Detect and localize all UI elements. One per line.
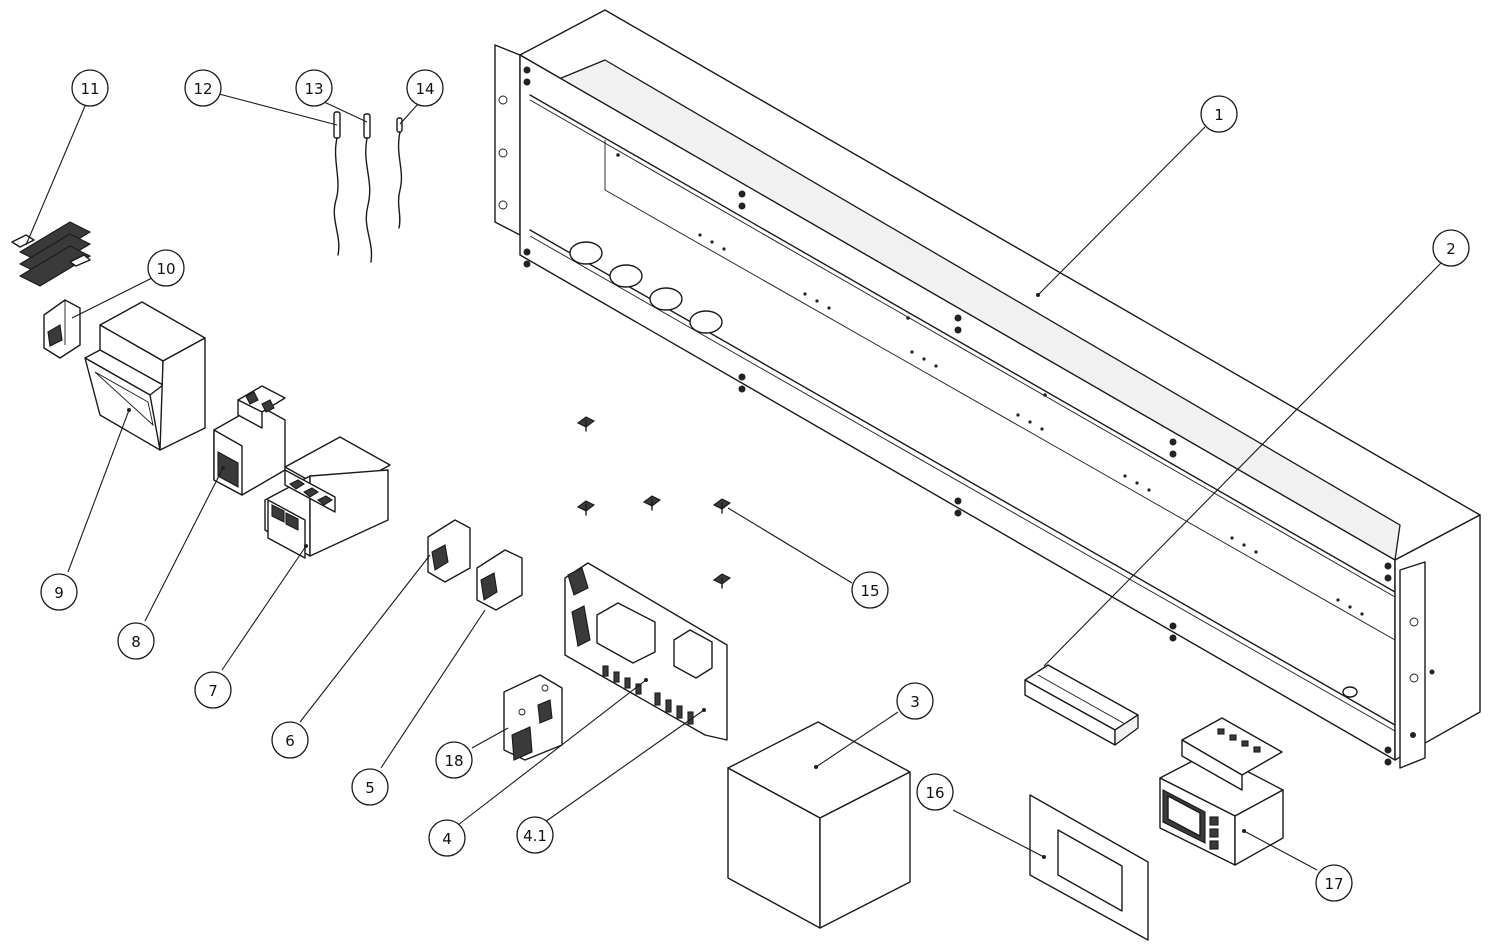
callout-label: 16 <box>925 784 944 802</box>
callout-label: 8 <box>131 633 141 651</box>
part-15-fasteners <box>576 416 732 589</box>
callout-label: 17 <box>1324 875 1343 893</box>
part-13-sensor <box>363 113 373 263</box>
callout-2: 2 <box>1432 229 1470 267</box>
part-12-sensor <box>333 111 341 256</box>
callout-label: 12 <box>193 80 212 98</box>
part-4-pcb <box>564 562 728 741</box>
callout-7: 7 <box>194 671 232 709</box>
part-1-enclosure <box>494 9 1481 769</box>
callout-label: 14 <box>415 80 434 98</box>
callout-11: 11 <box>71 69 109 107</box>
callout-label: 6 <box>285 732 295 750</box>
part-16-bezel <box>1029 794 1149 941</box>
part-11-comb <box>11 221 92 287</box>
callout-8: 8 <box>117 622 155 660</box>
callout-16: 16 <box>916 773 954 811</box>
leader-lines <box>25 93 1443 871</box>
callout-label: 9 <box>54 584 64 602</box>
part-18-small-board <box>503 674 563 761</box>
callout-10: 10 <box>147 249 185 287</box>
callout-12: 12 <box>184 69 222 107</box>
callout-4-1: 4.1 <box>516 816 554 854</box>
callout-5: 5 <box>351 768 389 806</box>
callout-label: 18 <box>444 752 463 770</box>
callout-6: 6 <box>271 721 309 759</box>
part-14-sensor <box>396 117 403 229</box>
callout-label: 7 <box>208 682 218 700</box>
part-8-relay <box>213 385 286 496</box>
callout-13: 13 <box>295 69 333 107</box>
callout-14: 14 <box>406 69 444 107</box>
part-10-end-clamp <box>43 299 81 359</box>
callout-label: 10 <box>156 260 175 278</box>
part-2-din-rail <box>1024 664 1139 746</box>
part-5-end-stop <box>476 549 523 611</box>
callout-label: 15 <box>860 582 879 600</box>
part-17-meter <box>1159 717 1284 866</box>
part-7-contactor <box>264 436 391 559</box>
callout-17: 17 <box>1315 864 1353 902</box>
part-9-housing <box>84 301 206 451</box>
callout-label: 1 <box>1214 106 1224 124</box>
callout-15: 15 <box>851 571 889 609</box>
callout-label: 2 <box>1446 240 1456 258</box>
callout-label: 3 <box>910 693 920 711</box>
callout-label: 4.1 <box>523 827 547 845</box>
callout-label: 4 <box>442 830 452 848</box>
part-6-end-stop <box>427 519 471 583</box>
callout-4: 4 <box>428 819 466 857</box>
callout-label: 5 <box>365 779 375 797</box>
callout-1: 1 <box>1200 95 1238 133</box>
callout-9: 9 <box>40 573 78 611</box>
callout-label: 11 <box>80 80 99 98</box>
callout-18: 18 <box>435 741 473 779</box>
callout-label: 13 <box>304 80 323 98</box>
callout-3: 3 <box>896 682 934 720</box>
part-3-block <box>727 721 911 929</box>
